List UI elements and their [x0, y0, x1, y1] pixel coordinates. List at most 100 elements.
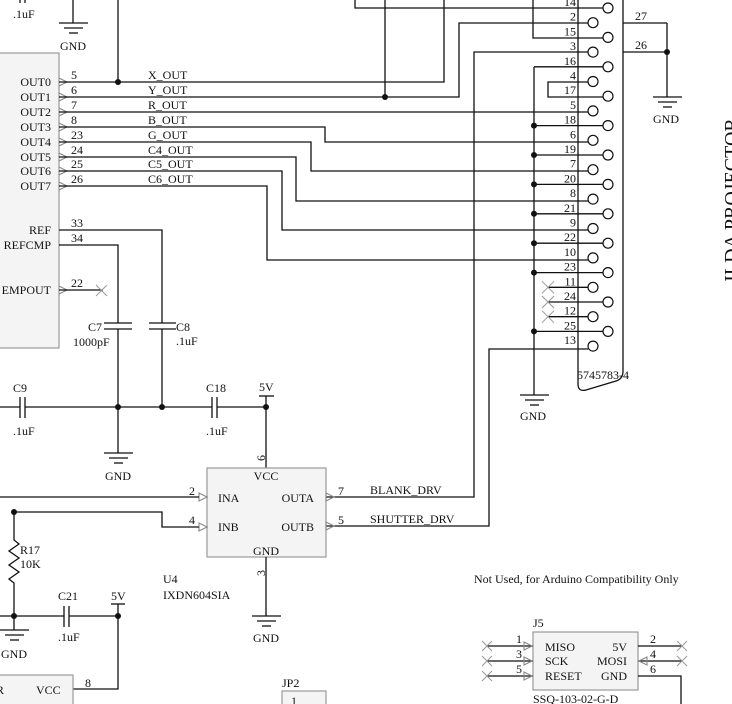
- pin-label: SCK: [545, 654, 569, 668]
- connector-pin-socket: [602, 208, 614, 220]
- dac-pin-label: OUT3: [20, 120, 51, 134]
- connector-pin-socket: [602, 267, 614, 279]
- pin-label: VCC: [36, 683, 61, 697]
- connector-pin-socket: [602, 90, 614, 102]
- pin-number: 23: [564, 260, 576, 274]
- bottom-ic: R VCC 8: [0, 674, 91, 704]
- net-label: R_OUT: [148, 98, 187, 112]
- connector-pin-socket: [587, 46, 599, 58]
- pin-label: GND: [601, 669, 627, 683]
- pin-label: RESET: [545, 669, 582, 683]
- c9-value: .1uF: [13, 424, 35, 438]
- pin-number: 4: [189, 513, 195, 527]
- j5-header: Not Used, for Arduino Compatibility Only…: [474, 572, 688, 704]
- connector-pin-socket: [587, 340, 599, 352]
- r17-ref: R17: [20, 543, 40, 557]
- pin-number: 7: [71, 98, 77, 112]
- c7-ref: C7: [88, 320, 102, 334]
- capacitor-c8: C8 .1uF: [149, 320, 198, 348]
- pin-number: 7: [338, 484, 344, 498]
- connector-pin-socket: [602, 237, 614, 249]
- connector-pin-socket: [587, 134, 599, 146]
- net-shutter-drv: SHUTTER_DRV: [370, 512, 455, 526]
- pin-number: 18: [564, 113, 576, 127]
- gnd-label: GND: [653, 112, 679, 126]
- pin-number: 5: [570, 98, 576, 112]
- r17-value: 10K: [20, 557, 41, 571]
- c8-ref: C8: [176, 320, 190, 334]
- pin-number: 8: [71, 113, 77, 127]
- pin-number: 1: [516, 632, 522, 646]
- pin-number: 1: [291, 694, 297, 704]
- dac-pin-label: OUT6: [20, 164, 51, 178]
- pin-number: 5: [516, 662, 522, 676]
- u4-vcc: VCC: [254, 469, 279, 483]
- pin-number: 4: [570, 69, 576, 83]
- power-5v-label: 5V: [111, 589, 126, 603]
- net-label: G_OUT: [148, 128, 188, 142]
- pin-number: 2: [570, 10, 576, 24]
- connector-pin-socket: [587, 281, 599, 293]
- connector-pin-socket: [602, 61, 614, 73]
- jp2-ref: JP2: [282, 676, 299, 690]
- dac-pin-label: OUT2: [20, 105, 51, 119]
- dac-pin-label: REFCMP: [4, 238, 52, 252]
- u4-outa: OUTA: [282, 491, 315, 505]
- gnd-label: GND: [1, 647, 27, 661]
- pin-label: MOSI: [597, 654, 627, 668]
- pin-number: 6: [570, 127, 576, 141]
- pin-label: 5V: [612, 640, 627, 654]
- pin-number: 33: [71, 216, 83, 230]
- ilda-connector: 1421531641751861972082192210231124122513…: [520, 0, 732, 423]
- pin-number: 3: [254, 570, 268, 576]
- connector-pin-socket: [587, 222, 599, 235]
- pin-number: 24: [71, 143, 83, 157]
- j5-ref: J5: [533, 616, 544, 630]
- top-cap-value: .1uF: [13, 7, 35, 21]
- c9-ref: C9: [13, 381, 27, 395]
- u4-gnd: GND: [253, 544, 279, 558]
- net-label: C5_OUT: [148, 157, 193, 171]
- pin-number: 26: [71, 172, 83, 186]
- note-text: Not Used, for Arduino Compatibility Only: [474, 572, 679, 586]
- pin-number: 11: [564, 274, 576, 288]
- net-label: C4_OUT: [148, 143, 193, 157]
- pin-number: 8: [570, 186, 576, 200]
- pin-number: 16: [564, 54, 576, 68]
- dac-pin-label: REF: [29, 223, 51, 237]
- dac-pin-label: OUT1: [20, 90, 51, 104]
- connector-pin-socket: [587, 17, 599, 29]
- u4-ina: INA: [218, 491, 240, 505]
- connector-pin-socket: [602, 119, 614, 132]
- u4-outb: OUTB: [281, 520, 314, 534]
- capacitor-c7: C7 1000pF: [73, 320, 132, 349]
- no-connect-x: [541, 295, 555, 309]
- pin-number: 22: [71, 276, 83, 290]
- power-5v-label: 5V: [259, 380, 274, 394]
- pin-number: 2: [650, 632, 656, 646]
- net-blank-drv: BLANK_DRV: [370, 483, 442, 497]
- c18-value: .1uF: [206, 424, 228, 438]
- gnd-label: GND: [60, 39, 86, 53]
- connector-pin-socket: [602, 31, 614, 44]
- connector-pin-socket: [587, 75, 599, 88]
- ref-nets: [59, 229, 163, 453]
- no-connect-x: [541, 310, 555, 324]
- net-label: B_OUT: [148, 113, 187, 127]
- dac-pin-label: EMPOUT: [2, 283, 52, 297]
- u4-gate-driver: VCC INA INB OUTA OUTB GND 6 3 2 4 7 5 BL…: [0, 455, 455, 645]
- pin-number: 8: [85, 676, 91, 690]
- c18-ref: C18: [206, 381, 226, 395]
- ground-symbol-top: GND: [59, 0, 88, 53]
- pin-number: 13: [564, 333, 576, 347]
- c7-value: 1000pF: [73, 335, 110, 349]
- connector-pin-socket: [602, 149, 614, 161]
- gnd-label: GND: [253, 631, 279, 645]
- pin-number: 2: [189, 484, 195, 498]
- gnd-label: GND: [105, 469, 131, 483]
- dac-ic-body: [0, 52, 60, 349]
- pin-number: 10: [564, 245, 576, 259]
- pin-number: 6: [650, 662, 656, 676]
